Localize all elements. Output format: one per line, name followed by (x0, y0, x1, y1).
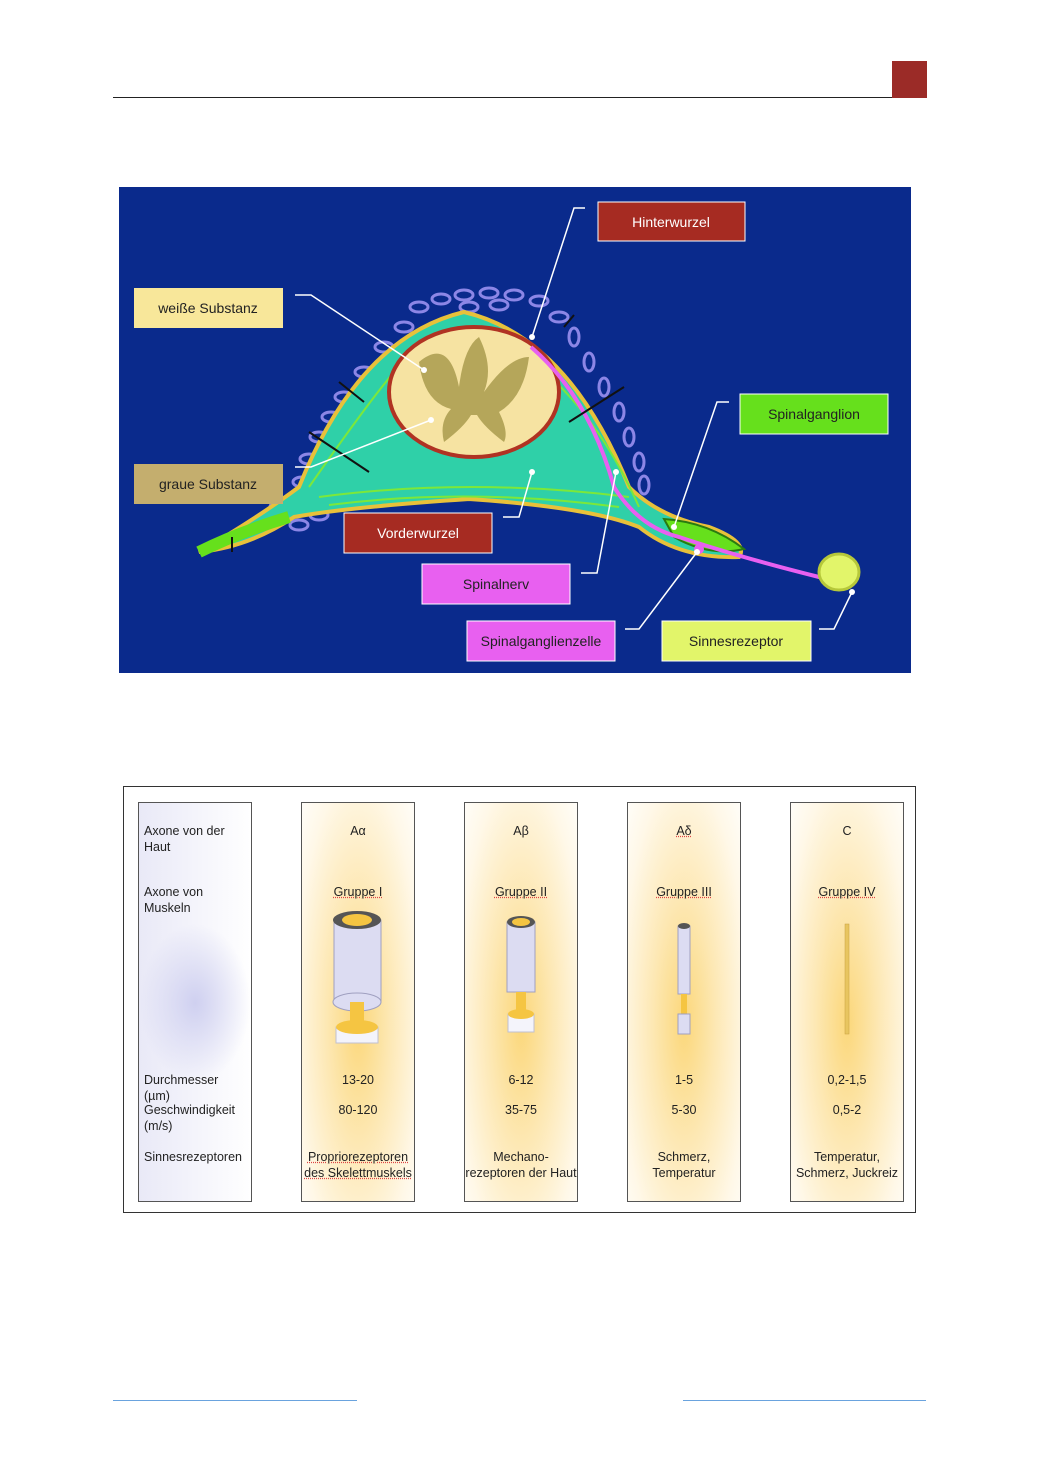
axon-illustration-a-alpha (332, 911, 382, 1044)
svg-text:Spinalganglion: Spinalganglion (768, 406, 860, 422)
row-label-durchmesser: Durchmesser (µm) (144, 1073, 219, 1103)
fiber-receptors: Schmerz, Temperatur (652, 1150, 716, 1180)
svg-text:graue Substanz: graue Substanz (159, 476, 257, 492)
fiber-receptors: Mechano-rezeptoren der Haut (465, 1150, 577, 1180)
label-graue-substanz: graue Substanz (134, 464, 283, 504)
fiber-diameter: 0,2-1,5 (827, 1073, 867, 1087)
fiber-speed: 35-75 (505, 1103, 537, 1117)
ventral-root-tip (196, 511, 291, 558)
axon-illustration-a-beta (506, 916, 536, 1033)
label-weisse-substanz: weiße Substanz (134, 288, 283, 328)
svg-text:Vorderwurzel: Vorderwurzel (377, 525, 459, 541)
row-label-muskeln: Axone von Muskeln (144, 885, 204, 915)
fiber-column-a-delta: Aδ Gruppe III 1-5 5-30 Schmerz, Temperat… (627, 802, 741, 1202)
footer-rule-right (683, 1400, 926, 1401)
fiber-speed: 5-30 (671, 1103, 697, 1117)
fiber-receptors: Temperatur, Schmerz, Juckreiz (795, 1150, 899, 1180)
header-accent-block (892, 61, 927, 98)
label-spinalnerv: Spinalnerv (421, 563, 571, 605)
fiber-receptors: Propriorezeptoren des Skelettmuskels (304, 1150, 412, 1180)
fiber-class: Aα (350, 824, 366, 838)
label-spinalganglion: Spinalganglion (739, 393, 889, 435)
label-column-glow (139, 923, 251, 1083)
leader-lines (295, 207, 853, 630)
row-label-geschwindigkeit: Geschwindigkeit (m/s) (144, 1103, 236, 1133)
axon-illustration-a-delta (677, 923, 691, 1035)
fiber-class: Aβ (513, 824, 529, 838)
sensory-receptor-shape (817, 552, 861, 592)
svg-text:Spinalnerv: Spinalnerv (463, 576, 529, 592)
row-label-rezeptoren: Sinnesrezeptoren (144, 1150, 242, 1164)
fiber-group: Gruppe III (656, 885, 712, 899)
fiber-speed: 0,5-2 (832, 1103, 862, 1117)
fiber-column-c: C Gruppe IV 0,2-1,5 0,5-2 Temperatur, Sc… (790, 802, 904, 1202)
label-hinterwurzel: Hinterwurzel (597, 201, 746, 242)
fiber-group: Gruppe II (494, 885, 548, 899)
fiber-diameter: 1-5 (674, 1073, 694, 1087)
fiber-class: C (842, 824, 852, 838)
svg-text:weiße Substanz: weiße Substanz (157, 300, 258, 316)
svg-text:Hinterwurzel: Hinterwurzel (632, 214, 710, 230)
fiber-group: Gruppe IV (818, 885, 876, 899)
fiber-classification-table: Axone von der Haut Axone von Muskeln Dur… (123, 786, 916, 1213)
label-sinnesrezeptor: Sinnesrezeptor (661, 620, 812, 662)
fiber-diameter: 13-20 (342, 1073, 374, 1087)
fiber-speed: 80-120 (338, 1103, 378, 1117)
cut-marks (231, 314, 625, 552)
label-vorderwurzel: Vorderwurzel (343, 512, 493, 554)
grey-matter (419, 337, 529, 442)
fiber-column-a-beta: Aβ Gruppe II 6-12 35-75 Mechano-rezeptor… (464, 802, 578, 1202)
leader-dots (421, 334, 855, 595)
svg-text:Sinnesrezeptor: Sinnesrezeptor (689, 633, 784, 649)
fiber-column-a-alpha: Aα Gruppe I 13-20 80-120 Propriorezeptor… (301, 802, 415, 1202)
spinal-cord-diagram: Hinterwurzel weiße Substanz Spinalgangli… (119, 187, 911, 673)
nerve-fibers (308, 366, 640, 508)
row-label-column: Axone von der Haut Axone von Muskeln Dur… (138, 802, 252, 1202)
svg-text:Spinalganglienzelle: Spinalganglienzelle (481, 633, 602, 649)
spinal-ganglion-shape (662, 517, 747, 553)
footer-rule-left (113, 1400, 357, 1401)
fiber-diameter: 6-12 (508, 1073, 534, 1087)
axon-illustration-c (844, 923, 850, 1035)
fiber-group: Gruppe I (333, 885, 383, 899)
header-rule (113, 97, 926, 98)
fiber-class: Aδ (676, 824, 692, 838)
row-label-haut: Axone von der Haut (144, 824, 225, 854)
label-spinalganglienzelle: Spinalganglienzelle (466, 620, 616, 662)
